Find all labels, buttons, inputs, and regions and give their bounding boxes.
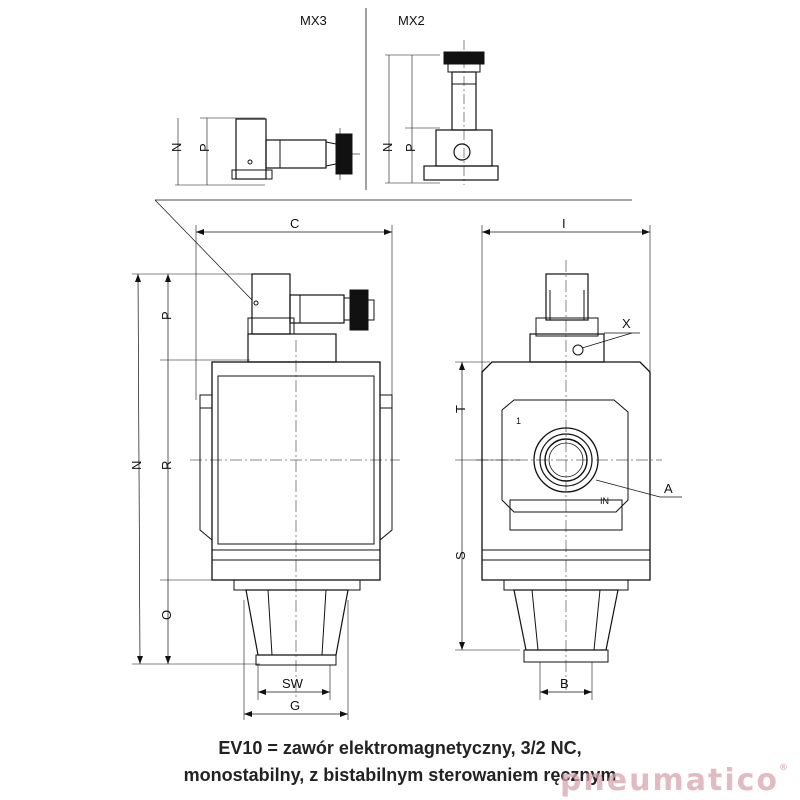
caption-line-1: EV10 = zawór elektromagnetyczny, 3/2 NC,: [218, 738, 582, 758]
dim-p: P: [159, 311, 174, 320]
mx3-label: MX3: [300, 13, 327, 28]
brand-logo: pneumatico®: [560, 763, 790, 798]
mx2-dim-n: N: [380, 143, 395, 152]
dim-c: C: [290, 216, 299, 231]
dim-b: B: [560, 676, 569, 691]
port-mark-1: 1: [516, 416, 521, 426]
mx3-dim-p: P: [197, 143, 212, 152]
mx2-view: MX2 N P: [380, 13, 499, 185]
dim-n: N: [129, 461, 144, 470]
leader-line: [154, 199, 253, 301]
caption-line-2: monostabilny, z bistabilnym sterowaniem …: [183, 765, 617, 785]
mx2-label: MX2: [398, 13, 425, 28]
dim-t: T: [453, 405, 468, 413]
dim-i: I: [562, 216, 566, 231]
brand-name: pneumatico: [559, 763, 779, 798]
dim-r: R: [159, 461, 174, 470]
dim-g: G: [290, 698, 300, 713]
dim-sw: SW: [282, 676, 304, 691]
label-a: A: [664, 481, 673, 496]
main-side-view: C N P R O: [129, 216, 400, 720]
main-front-view: I T S X 1 IN A: [453, 216, 682, 700]
dim-o: O: [159, 610, 174, 620]
dim-s: S: [453, 551, 468, 560]
label-x: X: [622, 316, 631, 331]
mx3-view: MX3 N P: [169, 13, 360, 186]
mx3-dim-n: N: [169, 143, 184, 152]
port-mark-in: IN: [600, 496, 609, 506]
brand-mark: ®: [779, 763, 790, 773]
mx2-dim-p: P: [403, 143, 418, 152]
